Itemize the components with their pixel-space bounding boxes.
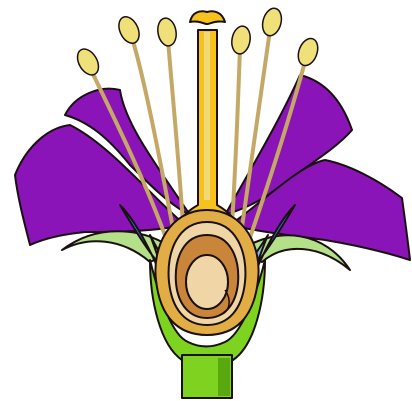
style-highlight — [204, 32, 210, 200]
stem-shade — [218, 358, 230, 396]
ovule-nucleus — [186, 255, 228, 309]
stigma — [190, 11, 225, 24]
